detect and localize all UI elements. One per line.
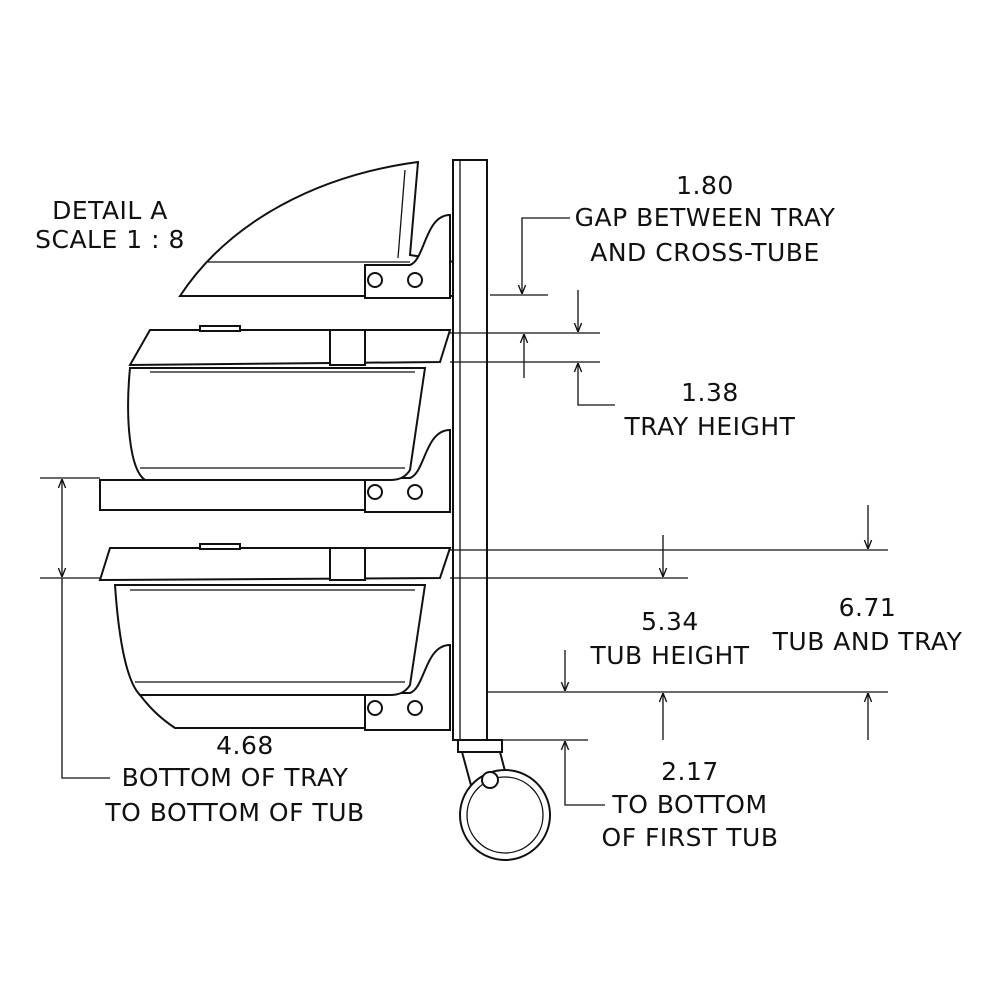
detail-title: DETAIL A — [52, 196, 168, 225]
tray-height-label: TRAY HEIGHT — [624, 412, 796, 441]
first-tub-value: 2.17 — [661, 757, 719, 786]
gap-value: 1.80 — [676, 171, 734, 200]
tray-to-tub-label-1: BOTTOM OF TRAY — [121, 763, 349, 792]
gap-label-1: GAP BETWEEN TRAY — [574, 203, 836, 232]
vertical-post — [452, 159, 488, 741]
tray-and-tub-2 — [98, 543, 452, 729]
tub-and-tray-value: 6.71 — [838, 593, 897, 622]
gap-label-2: AND CROSS-TUBE — [590, 238, 820, 267]
tub-height-label: TUB HEIGHT — [590, 641, 750, 670]
top-tray — [178, 160, 456, 297]
tray-to-tub-value: 4.68 — [216, 731, 274, 760]
tray-and-tub-1 — [99, 325, 452, 511]
caster-wheel — [457, 739, 551, 861]
first-tub-label-2: OF FIRST TUB — [601, 823, 779, 852]
tub-and-tray-label: TUB AND TRAY — [772, 627, 963, 656]
tub-height-value: 5.34 — [641, 607, 699, 636]
tray-height-value: 1.38 — [681, 378, 739, 407]
first-tub-label-1: TO BOTTOM — [612, 790, 768, 819]
tray-to-tub-label-2: TO BOTTOM OF TUB — [105, 798, 365, 827]
detail-scale: SCALE 1 : 8 — [35, 225, 185, 254]
cross-tube-brackets — [364, 213, 451, 731]
dimension-lines — [40, 217, 888, 806]
